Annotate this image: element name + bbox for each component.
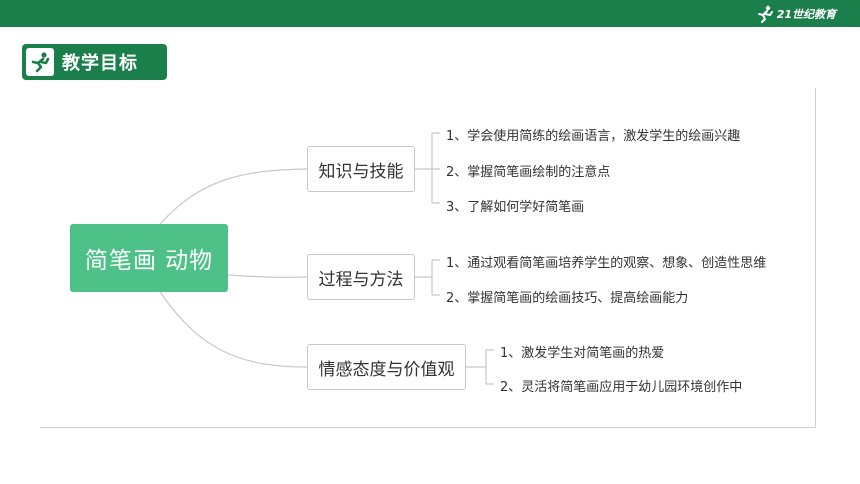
branch-process-methods: 过程与方法 (307, 254, 415, 300)
runner-icon (26, 48, 54, 76)
brand-name: 21世纪教育 (776, 8, 836, 21)
connector-branch-2-items (415, 259, 440, 296)
goal-item: 1、通过观看简笔画培养学生的观察、想象、创造性思维 (446, 256, 767, 271)
goal-item: 2、灵活将简笔画应用于幼儿园环境创作中 (500, 380, 743, 395)
frame-border-bottom (40, 427, 816, 428)
connector-root-branch-2 (227, 274, 308, 278)
goal-item: 3、了解如何学好简笔画 (446, 200, 585, 215)
top-bar: 21世纪教育 (0, 0, 860, 27)
connector-branch-3-items (466, 349, 494, 385)
brand-logo: 21世纪教育 (755, 4, 836, 24)
goal-item: 1、学会使用简练的绘画语言，激发学生的绘画兴趣 (446, 129, 741, 144)
frame-border-right (815, 88, 816, 428)
goal-item: 2、掌握简笔画的绘画技巧、提高绘画能力 (446, 291, 689, 306)
runner-icon (757, 5, 773, 23)
section-title: 教学目标 (62, 53, 138, 74)
branch-emotion-values: 情感态度与价值观 (307, 344, 466, 390)
connector-root-branch-1 (159, 168, 308, 225)
connector-root-branch-3 (159, 291, 308, 368)
connector-branch-1-items (415, 132, 440, 204)
goal-item: 1、激发学生对简笔画的热爱 (500, 346, 665, 361)
goal-item: 2、掌握简笔画绘制的注意点 (446, 165, 611, 180)
branch-knowledge-skills: 知识与技能 (307, 146, 415, 192)
mindmap-root-node: 简笔画 动物 (70, 224, 228, 292)
section-title-badge: 教学目标 (22, 44, 167, 80)
runner-figure-icon (31, 52, 50, 73)
